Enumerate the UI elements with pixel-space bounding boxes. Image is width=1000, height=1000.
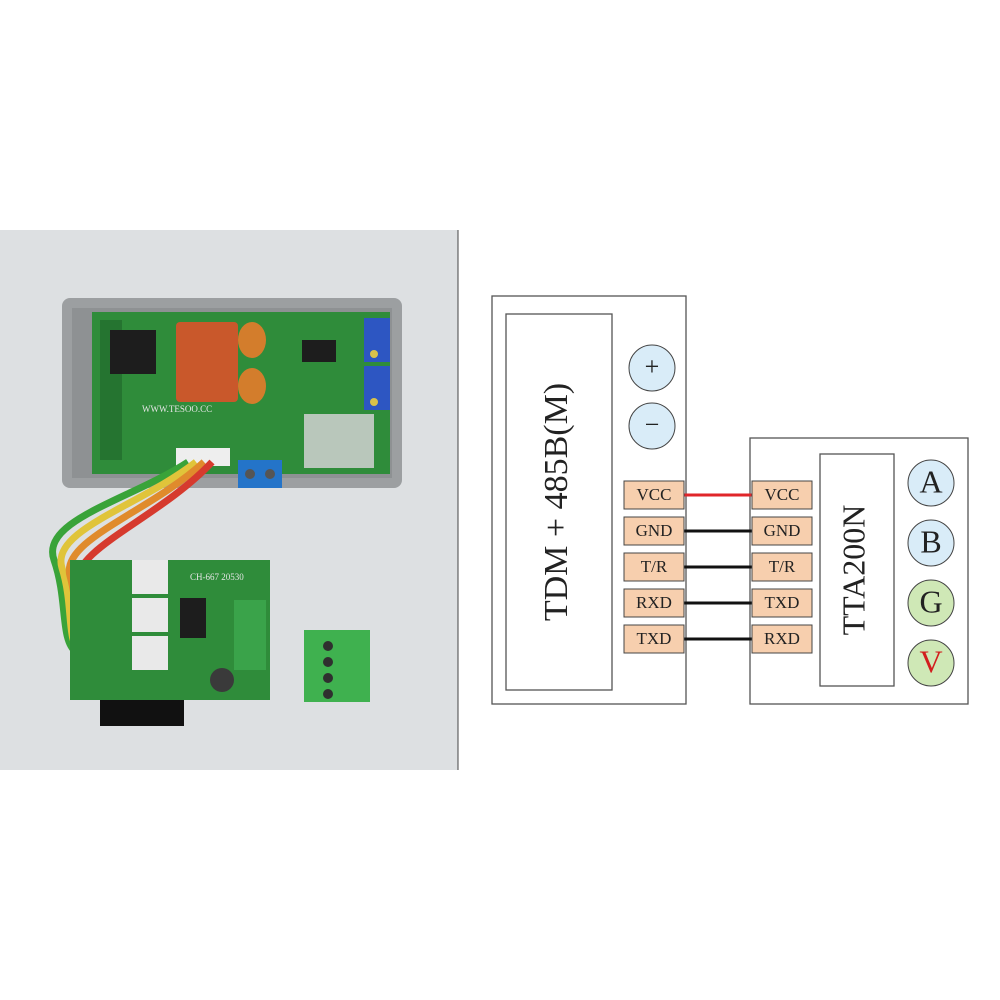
right-pin-vcc: VCC <box>751 480 813 510</box>
db-connector <box>100 700 184 726</box>
wires-layer <box>684 493 752 641</box>
left-pin-vcc: VCC <box>623 480 685 510</box>
ribbon-wire-green <box>49 459 190 655</box>
right-pin-box <box>751 516 813 546</box>
photo-panel: WWW.TESOO.CC CH-667 20530 <box>0 230 458 770</box>
left-pin-box <box>623 588 685 618</box>
left-pin-box <box>623 480 685 510</box>
terminal-plug-green <box>304 630 370 702</box>
right-pin-box <box>751 480 813 510</box>
power-plus-label: + <box>645 352 660 381</box>
left-pin-label: TXD <box>637 629 672 648</box>
indicator-v <box>907 639 955 687</box>
left-pin-txd: TXD <box>623 624 685 654</box>
capacitor-large <box>176 322 238 402</box>
indicator-label-g: G <box>919 583 942 619</box>
indicator-a <box>907 459 955 507</box>
microcontroller-chip <box>110 330 156 374</box>
right-pin-label: TXD <box>765 593 800 612</box>
power-plus-indicator <box>628 344 676 392</box>
left-pin-label: VCC <box>637 485 672 504</box>
left-pin-tr: T/R <box>623 552 685 582</box>
left-pin-box <box>623 552 685 582</box>
indicator-label-b: B <box>920 523 941 559</box>
left-pin-box <box>623 624 685 654</box>
right-pin-box <box>751 624 813 654</box>
right-module-label-box <box>819 453 895 687</box>
left-pin-label: GND <box>636 521 673 540</box>
left-pin-gnd: GND <box>623 516 685 546</box>
left-pin-rxd: RXD <box>623 588 685 618</box>
right-pin-label: T/R <box>769 557 796 576</box>
right-pin-label: VCC <box>765 485 800 504</box>
right-pin-tr: T/R <box>751 552 813 582</box>
indicator-label-v: V <box>919 643 942 679</box>
right-pin-label: GND <box>764 521 801 540</box>
left-pin-label: T/R <box>641 557 668 576</box>
indicator-b <box>907 519 955 567</box>
silkscreen-text: WWW.TESOO.CC <box>142 404 212 414</box>
right-pin-box <box>751 552 813 582</box>
power-minus-indicator <box>628 402 676 450</box>
cable-connector <box>176 448 230 466</box>
right-pin-txd: TXD <box>751 588 813 618</box>
right-pin-rxd: RXD <box>751 624 813 654</box>
indicator-g <box>907 579 955 627</box>
right-pin-box <box>751 588 813 618</box>
indicator-label-a: A <box>919 463 942 499</box>
power-minus-label: − <box>645 410 660 439</box>
pins-layer: VCC GND T/R RXD TXD VCC GND T/R TXD RXD <box>623 480 813 654</box>
board-label-text: CH-667 20530 <box>190 572 244 582</box>
left-pin-label: RXD <box>636 593 672 612</box>
left-module-label-box <box>505 313 613 691</box>
terminal-block-blue <box>238 460 282 488</box>
left-pin-box <box>623 516 685 546</box>
right-pin-gnd: GND <box>751 516 813 546</box>
left-module-title: TDM + 485B(M) <box>538 383 575 621</box>
right-module-title: TTA200N <box>835 505 871 636</box>
right-pin-label: RXD <box>764 629 800 648</box>
wiring-diagram: TDM + 485B(M) + − TTA200N VCC GND T/R RXD TX… <box>491 295 969 705</box>
